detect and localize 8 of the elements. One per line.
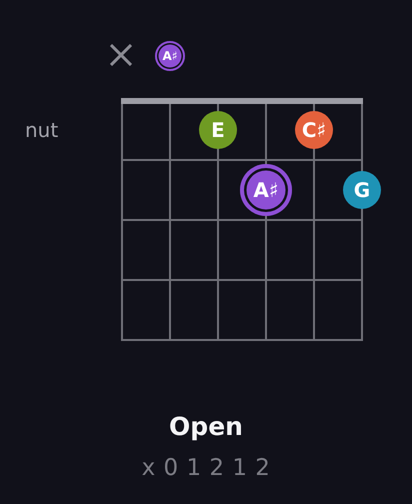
ringed-note-dot: A♯ bbox=[240, 164, 292, 216]
chord-name-title: Open bbox=[169, 412, 243, 442]
note-dot: C♯ bbox=[295, 111, 333, 149]
ringed-note-dot: A♯ bbox=[155, 41, 185, 71]
fingering-label: x 0 1 2 1 2 bbox=[142, 454, 270, 482]
nut-label: nut bbox=[25, 117, 58, 143]
note-dot: G bbox=[343, 171, 381, 209]
note-dot: E bbox=[199, 111, 237, 149]
